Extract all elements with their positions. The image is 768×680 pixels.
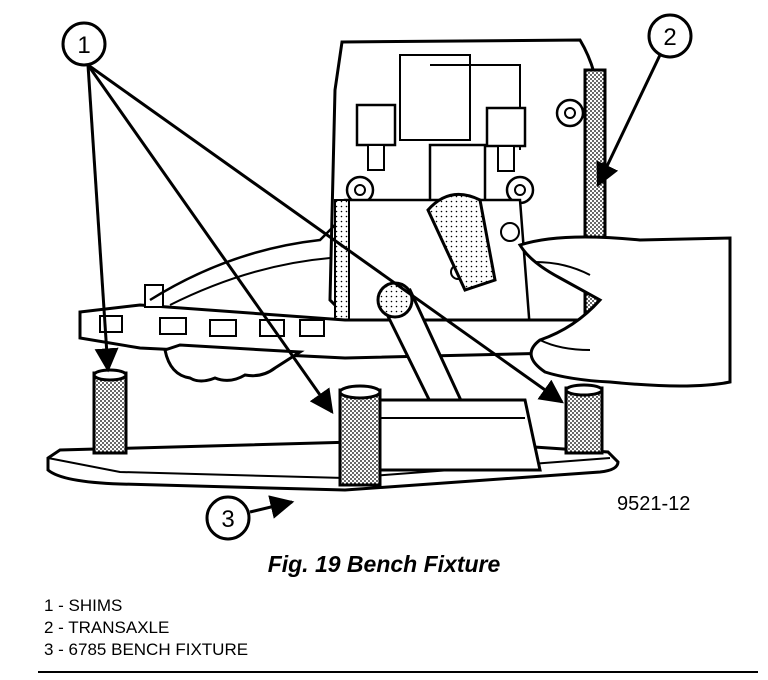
bottom-rule — [38, 671, 758, 673]
figure-id: 9521-12 — [617, 493, 691, 515]
left-hand — [149, 224, 336, 383]
callout-1-leaders — [86, 63, 564, 414]
callout-2-number: 2 — [663, 24, 676, 51]
callout-2-leader — [596, 54, 662, 188]
legend-item-shims: 1 - SHIMS — [44, 596, 123, 615]
valve-body-flange — [78, 284, 612, 360]
callout-3: 3 — [205, 495, 251, 541]
callout-2: 2 — [647, 13, 693, 59]
callout-1-number: 1 — [77, 32, 90, 59]
center-fixture-post — [378, 398, 542, 472]
figure-caption: Fig. 19 Bench Fixture — [267, 551, 501, 577]
callout-1: 1 — [61, 21, 107, 67]
legend-item-transaxle: 2 - TRANSAXLE — [44, 618, 170, 637]
right-hand — [517, 235, 732, 388]
transaxle-bench-fixture-illustration: 1 2 3 — [46, 13, 732, 541]
legend-item-bench-fixture: 3 - 6785 BENCH FIXTURE — [44, 640, 249, 659]
transaxle-housing — [328, 38, 607, 342]
shim-left — [92, 368, 128, 455]
shim-right — [564, 383, 604, 455]
callout-3-leader — [249, 495, 295, 519]
legend: 1 - SHIMS 2 - TRANSAXLE 3 - 6785 BENCH F… — [44, 595, 248, 661]
support-rod — [376, 192, 497, 446]
shim-center — [338, 384, 382, 487]
callout-3-number: 3 — [221, 506, 234, 533]
